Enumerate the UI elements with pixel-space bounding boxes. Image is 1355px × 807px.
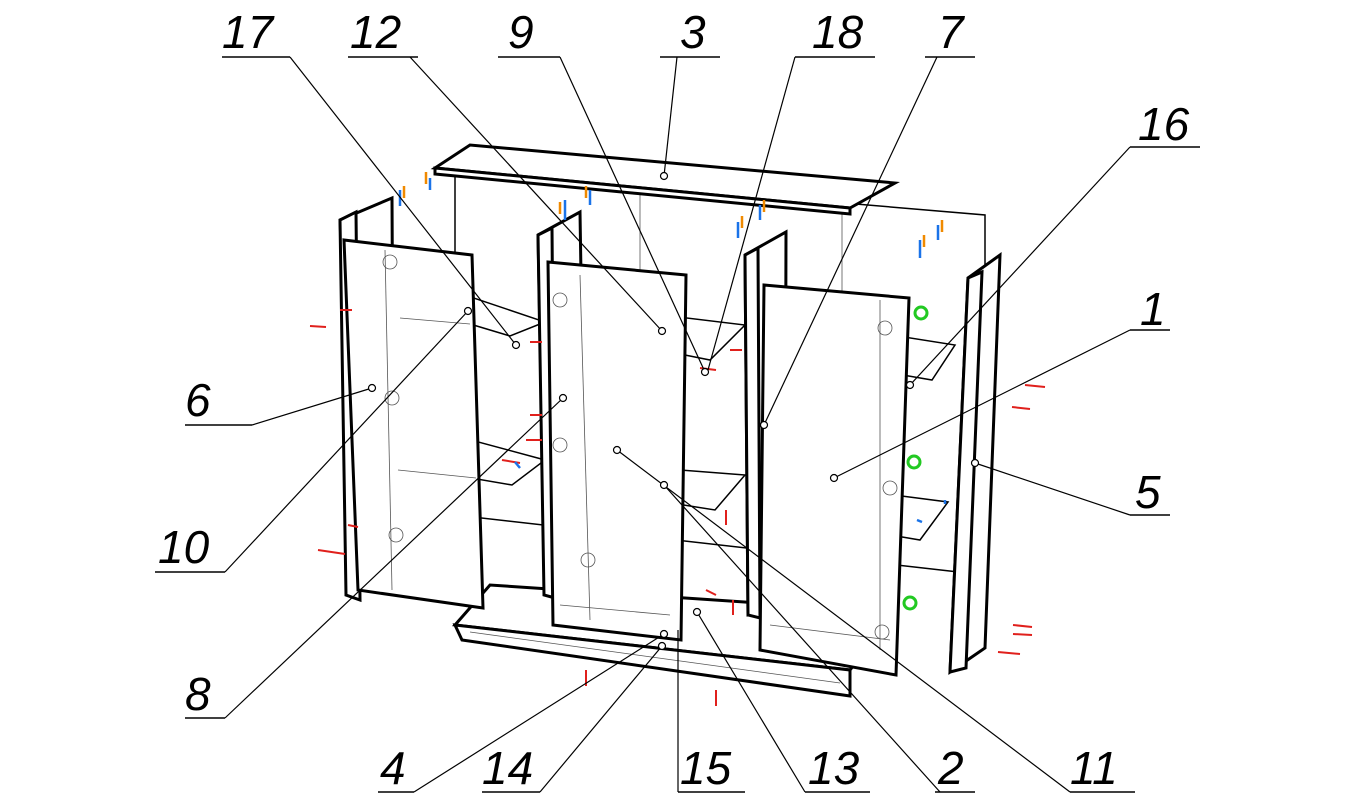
label-18: 18 [812, 6, 864, 58]
label-3: 3 [680, 6, 706, 58]
label-15: 15 [680, 742, 732, 794]
label-13: 13 [808, 742, 860, 794]
left-door [342, 238, 485, 610]
leader-lines [224, 56, 1131, 793]
label-11: 11 [1070, 742, 1118, 794]
label-12: 12 [350, 6, 401, 58]
leader-dots [367, 171, 980, 651]
handle-icon [902, 305, 929, 611]
label-7: 7 [938, 6, 965, 58]
label-16: 16 [1138, 98, 1190, 150]
label-4: 4 [380, 742, 406, 794]
label-14: 14 [482, 742, 533, 794]
hinge-icon [402, 172, 944, 247]
label-1: 1 [1140, 283, 1166, 335]
label-17: 17 [222, 6, 275, 58]
right-side-panel [948, 251, 1002, 675]
label-9: 9 [508, 6, 534, 58]
hardware [309, 172, 1046, 706]
label-10: 10 [158, 521, 210, 573]
label-6: 6 [185, 374, 211, 426]
screw-icon [309, 309, 1046, 706]
label-5: 5 [1135, 466, 1161, 518]
label-2: 2 [937, 742, 964, 794]
label-underlines [155, 56, 1200, 793]
label-8: 8 [185, 668, 211, 720]
callout-labels: 17 12 9 3 18 7 16 1 6 5 10 8 4 14 15 13 … [158, 6, 1190, 794]
